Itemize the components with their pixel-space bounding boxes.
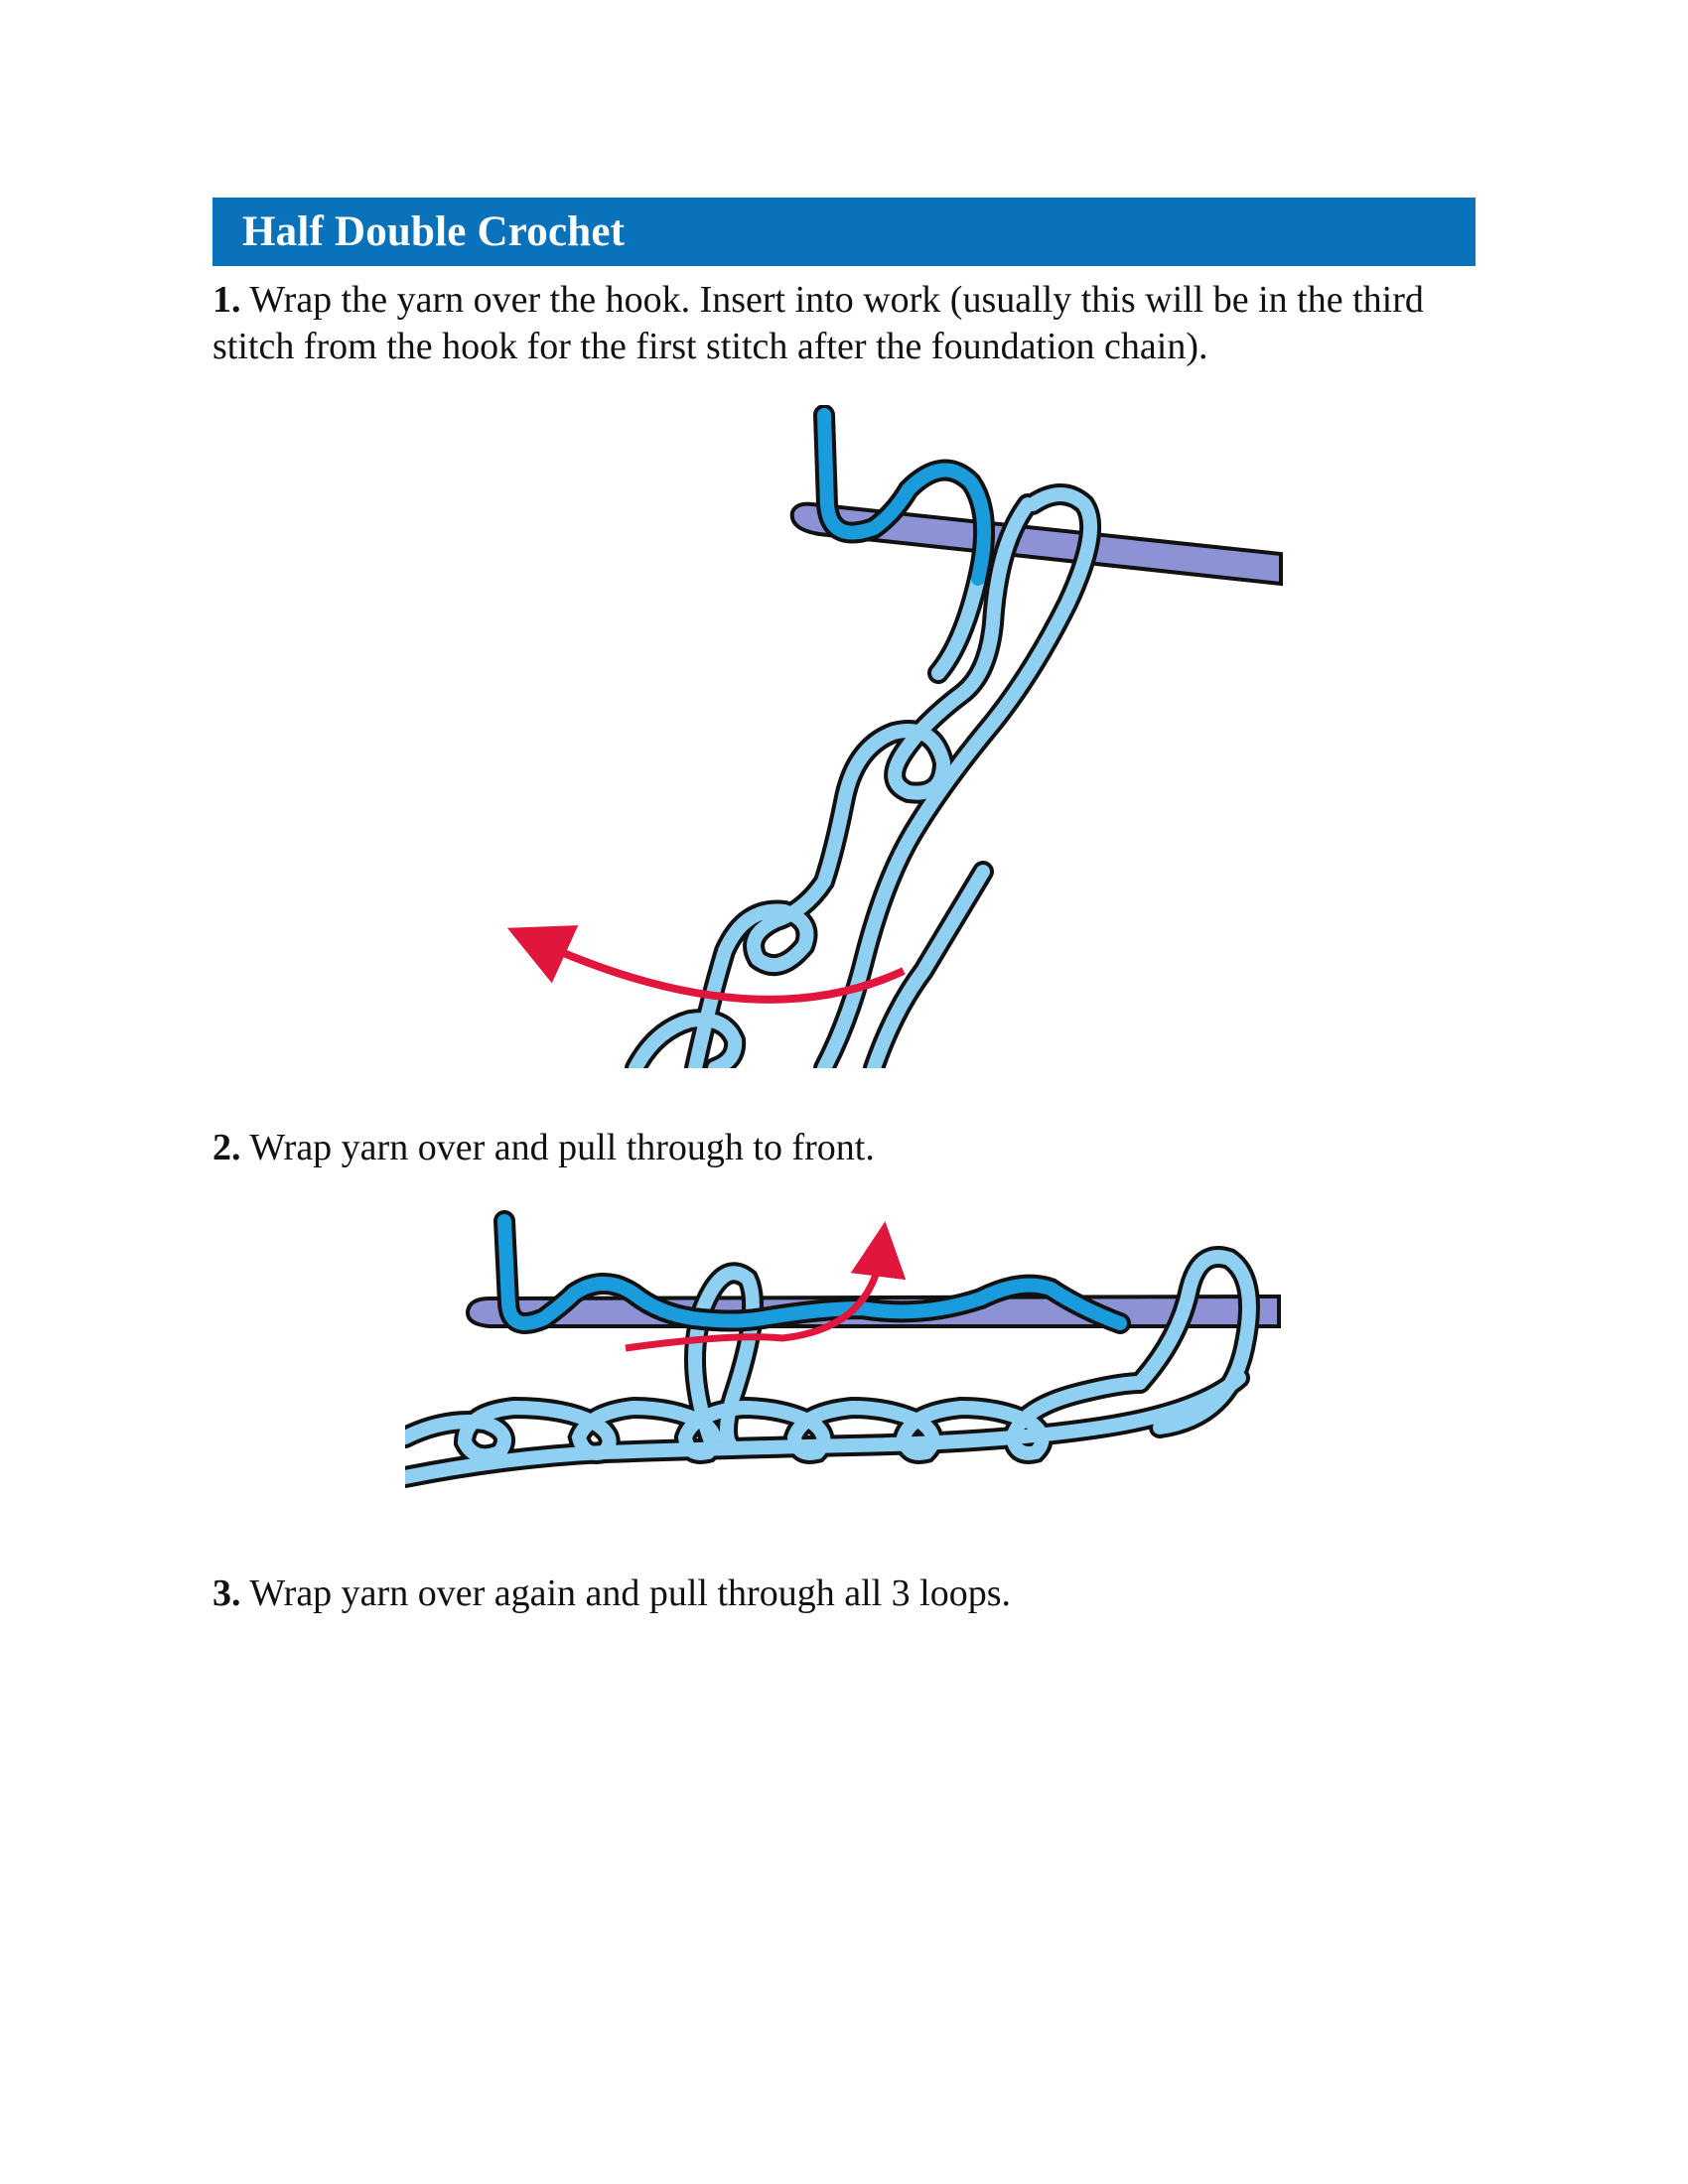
- direction-arrow: [506, 925, 906, 1004]
- step-1-illustration: [477, 405, 1291, 1068]
- step-1-text: Wrap the yarn over the hook. Insert into…: [212, 279, 1424, 367]
- step-1: 1. Wrap the yarn over the hook. Insert i…: [212, 277, 1493, 370]
- step-3-text: Wrap yarn over again and pull through al…: [240, 1572, 1012, 1614]
- step-1-number: 1.: [212, 279, 241, 321]
- step-2: 2. Wrap yarn over and pull through to fr…: [212, 1125, 1493, 1171]
- title-banner: Half Double Crochet: [212, 198, 1476, 266]
- foundation-chain: [625, 405, 1102, 1068]
- step-2-illustration: [405, 1209, 1291, 1507]
- step-2-number: 2.: [212, 1127, 241, 1168]
- direction-arrow: [625, 1221, 907, 1352]
- step-3: 3. Wrap yarn over again and pull through…: [212, 1570, 1493, 1617]
- page-title: Half Double Crochet: [242, 208, 626, 255]
- foundation-chain: [405, 1210, 1260, 1488]
- crochet-hook: [789, 501, 1283, 587]
- step-2-text: Wrap yarn over and pull through to front…: [240, 1127, 875, 1168]
- step-3-number: 3.: [212, 1572, 241, 1614]
